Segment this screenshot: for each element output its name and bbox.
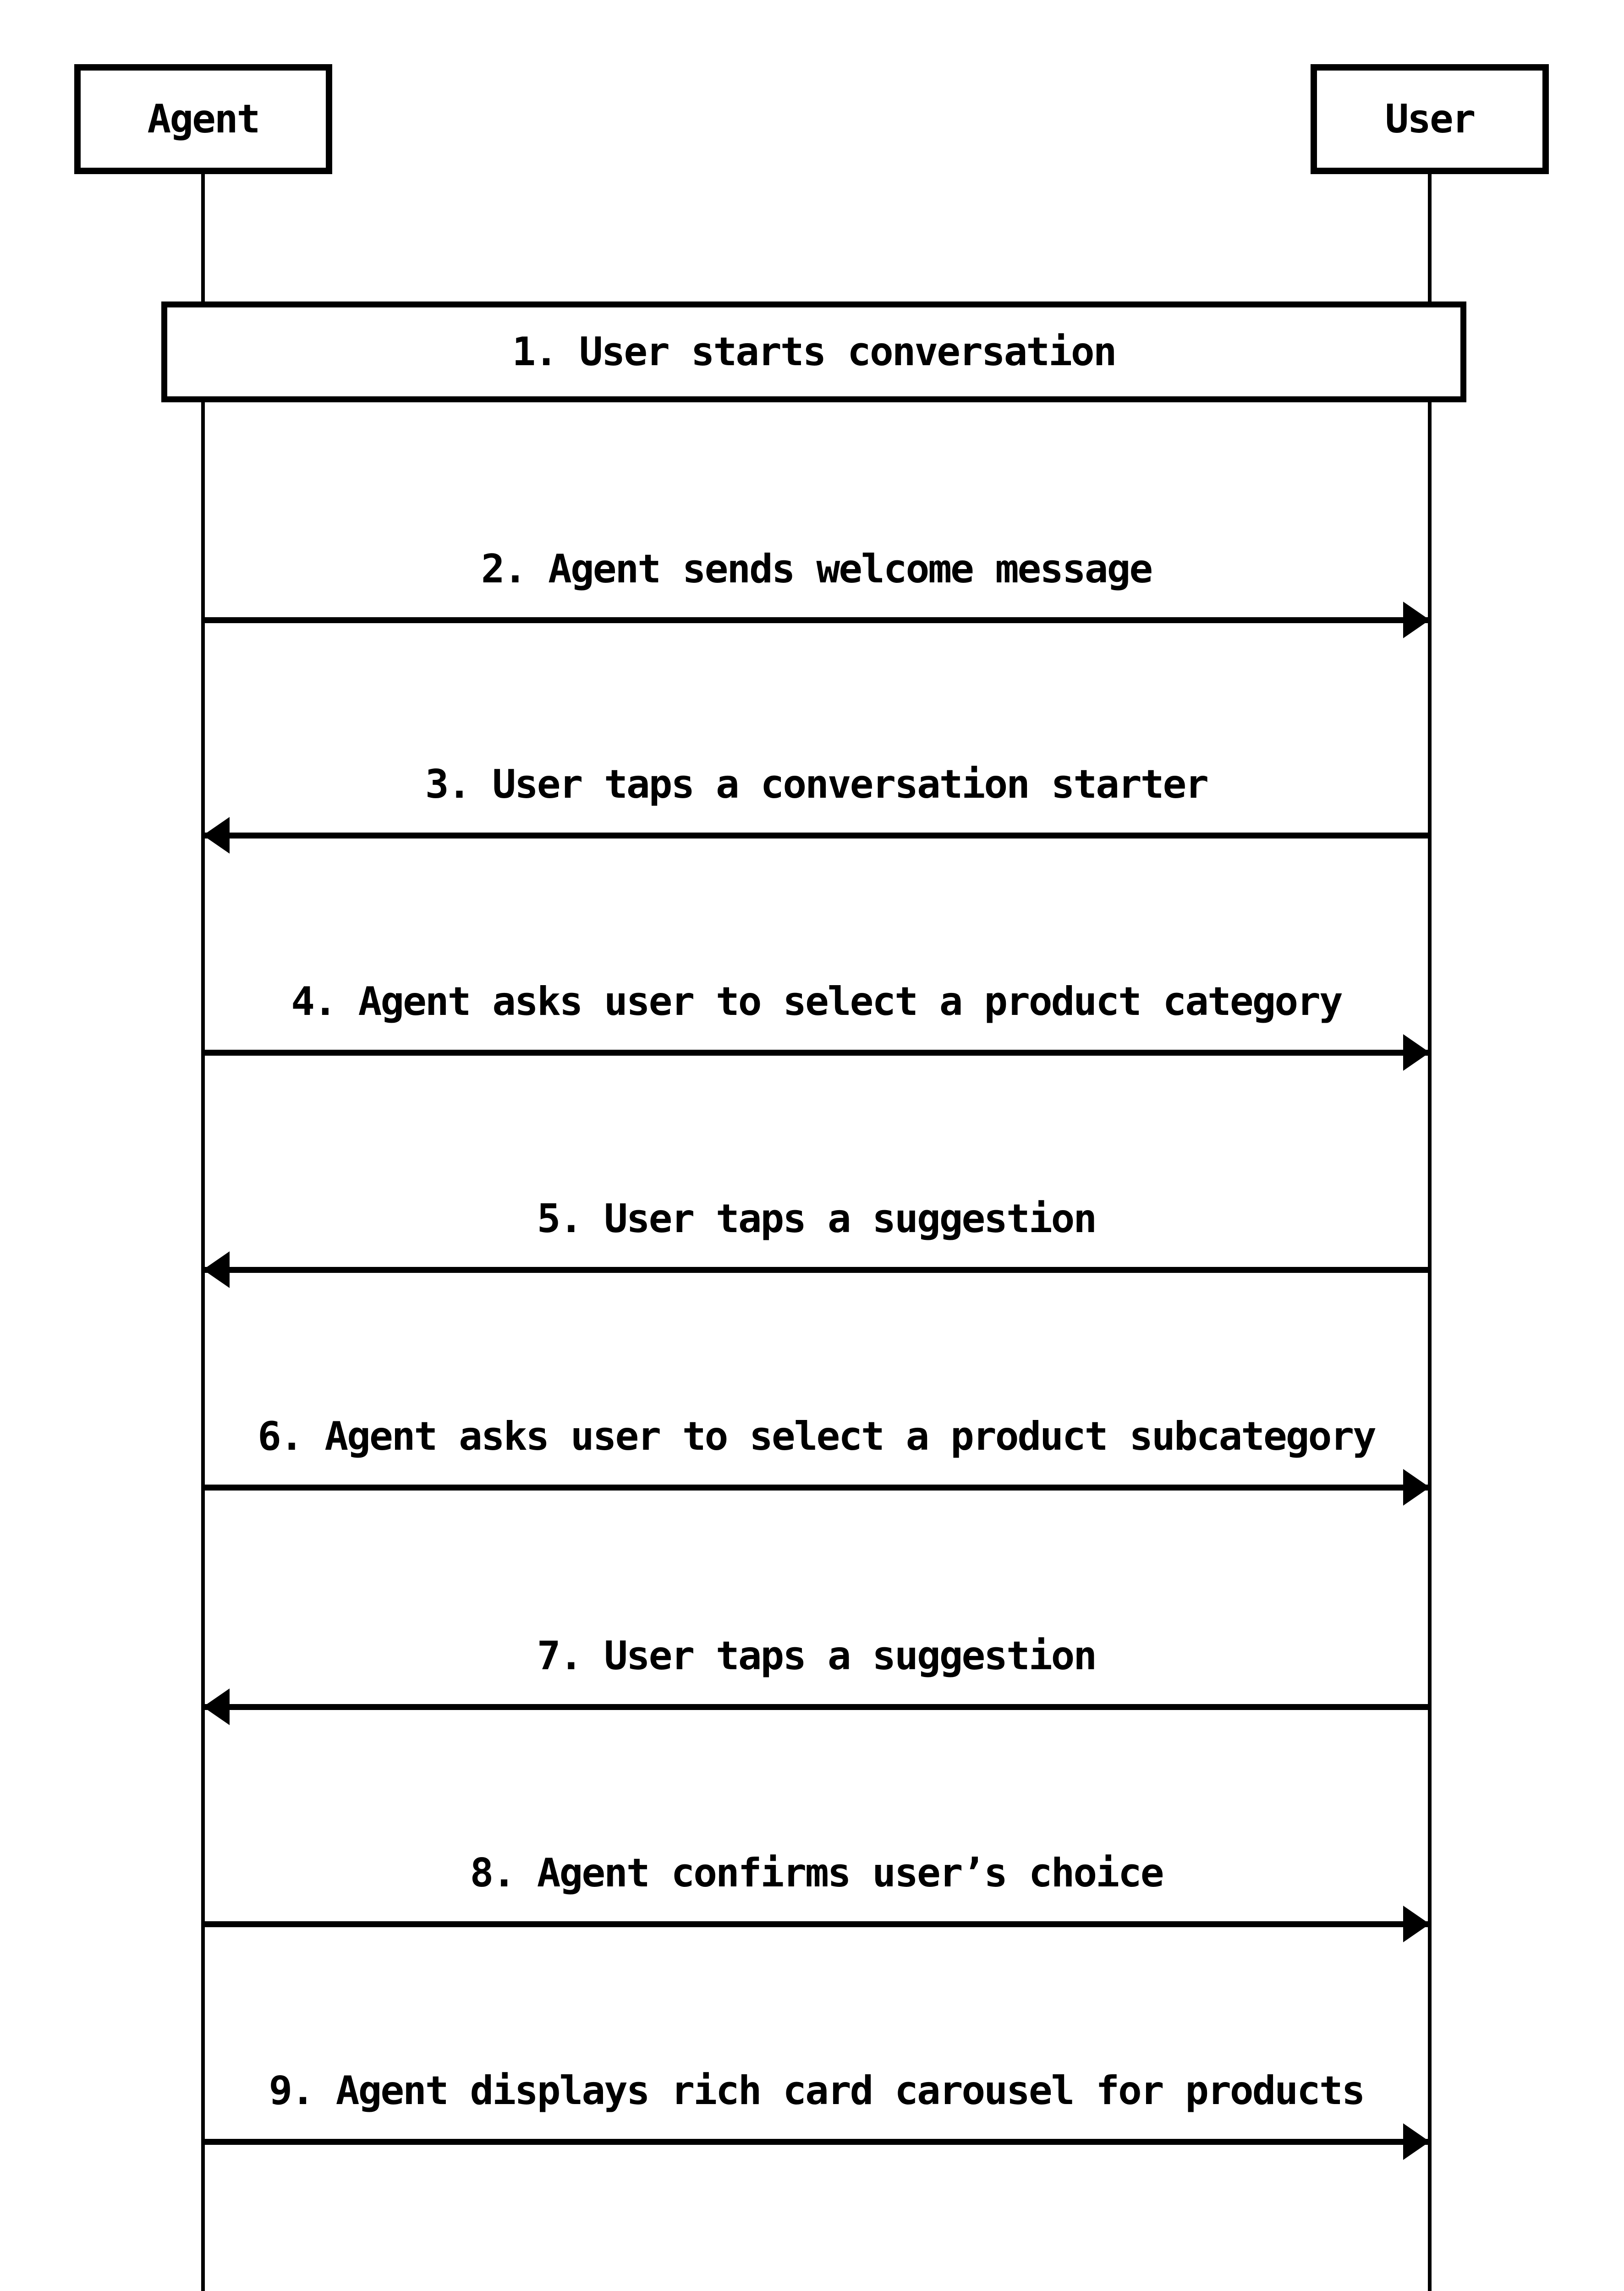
message-arrow-line [203,1704,1430,1710]
message-label: 2. Agent sends welcome message [481,546,1153,592]
arrowhead-left-icon [203,817,230,854]
actor-label-user: User [1385,96,1476,142]
message-arrow-line [203,1050,1430,1056]
arrowhead-left-icon [203,1251,230,1288]
actor-box-agent-top: Agent [74,64,332,174]
arrowhead-right-icon [1403,1469,1430,1506]
message-label: 10. User selects a product [111,2284,1521,2291]
note-label: 1. User starts conversation [512,329,1117,375]
message-label: 8. Agent confirms user’s choice [470,1850,1164,1896]
arrowhead-left-icon [203,1688,230,1725]
message-label: 9. Agent displays rich card carousel for… [269,2068,1365,2114]
message-arrow-line [203,1485,1430,1491]
message-label: 7. User taps a suggestion [537,1633,1097,1679]
arrowhead-right-icon [1403,1906,1430,1942]
actor-box-user-top: User [1311,64,1549,174]
lifeline-user [1428,174,1432,2291]
message-arrow-line [203,833,1430,839]
actor-label-agent: Agent [147,96,261,142]
message-arrow-line [203,1921,1430,1927]
message-label: 3. User taps a conversation starter [425,762,1209,807]
message-label: 6. Agent asks user to select a product s… [258,1414,1377,1459]
message-label: 5. User taps a suggestion [537,1196,1097,1242]
message-arrow-line [203,2139,1430,2145]
note-box-step-1: 1. User starts conversation [161,301,1466,402]
message-label: 4. Agent asks user to select a product c… [291,979,1343,1025]
message-arrow-line [203,1267,1430,1273]
arrowhead-right-icon [1403,602,1430,638]
message-arrow-line [203,617,1430,623]
lifeline-agent [201,174,205,2291]
arrowhead-right-icon [1403,2123,1430,2160]
arrowhead-right-icon [1403,1034,1430,1071]
